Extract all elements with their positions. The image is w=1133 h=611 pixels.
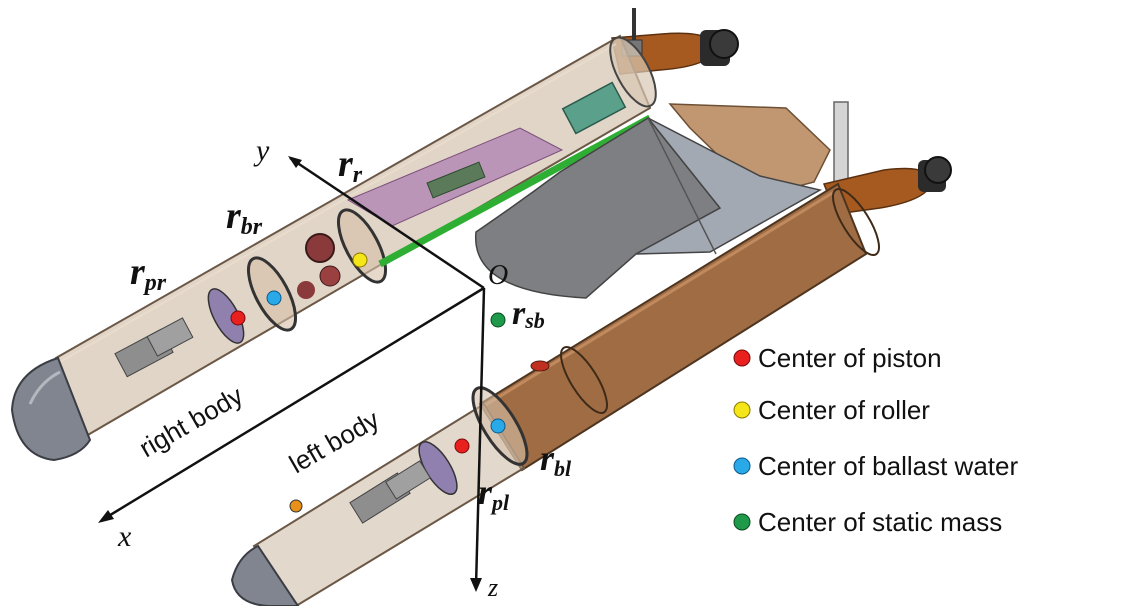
wing-light-section bbox=[635, 117, 823, 255]
markers bbox=[230, 252, 506, 454]
marker-ballast-right bbox=[266, 290, 282, 306]
marker-piston-left bbox=[454, 438, 470, 454]
marker-piston-right bbox=[230, 310, 246, 326]
label-axis-z: z bbox=[487, 573, 498, 602]
legend-dot-piston bbox=[733, 349, 751, 367]
axis-z-line bbox=[474, 287, 486, 587]
left-front-nose bbox=[230, 544, 300, 607]
label-axis-y: y bbox=[253, 134, 270, 167]
legend-label-ballast: Center of ballast water bbox=[758, 451, 1018, 481]
wing-rear-panel bbox=[668, 103, 831, 197]
right-body bbox=[10, 8, 739, 462]
left-body bbox=[230, 101, 952, 608]
left-rear-motor bbox=[918, 156, 952, 192]
coordinate-axes bbox=[98, 156, 486, 592]
wing-dark-section bbox=[475, 117, 722, 299]
legend-dot-roller bbox=[733, 401, 751, 419]
label-r-bl: rbl bbox=[540, 438, 572, 481]
legend-dot-ballast bbox=[733, 457, 751, 475]
axis-x-arrow bbox=[98, 510, 114, 523]
label-r-r: rr bbox=[338, 143, 363, 188]
label-left-body: left body bbox=[284, 404, 384, 479]
label-origin: O bbox=[488, 260, 508, 291]
axis-x-line bbox=[101, 286, 485, 522]
label-r-sb: rsb bbox=[512, 295, 545, 333]
legend-label-piston: Center of piston bbox=[758, 343, 942, 373]
right-bulkhead-1 bbox=[337, 208, 387, 284]
right-rear-component bbox=[561, 81, 627, 135]
right-rear-bulkhead bbox=[609, 36, 657, 108]
marker-ballast-left bbox=[490, 418, 506, 434]
axis-z-arrow bbox=[470, 578, 482, 592]
left-mast bbox=[833, 101, 849, 187]
legend-dot-static-mass bbox=[733, 513, 751, 531]
right-rear-motor bbox=[700, 29, 739, 66]
legend-label-static-mass: Center of static mass bbox=[758, 507, 1002, 537]
right-front-nose bbox=[10, 356, 92, 462]
legend: Center of piston Center of roller Center… bbox=[733, 343, 1018, 537]
marker-static-mass bbox=[490, 312, 506, 328]
label-axis-x: x bbox=[117, 520, 132, 553]
axis-y-arrow bbox=[288, 156, 302, 168]
label-r-pr: rpr bbox=[130, 251, 167, 296]
green-rail bbox=[378, 114, 652, 268]
marker-roller bbox=[352, 252, 368, 268]
axis-y-line bbox=[289, 156, 485, 290]
label-r-br: rbr bbox=[226, 195, 263, 240]
wing bbox=[475, 103, 831, 299]
legend-label-roller: Center of roller bbox=[758, 395, 930, 425]
label-r-pl: rpl bbox=[478, 472, 510, 515]
